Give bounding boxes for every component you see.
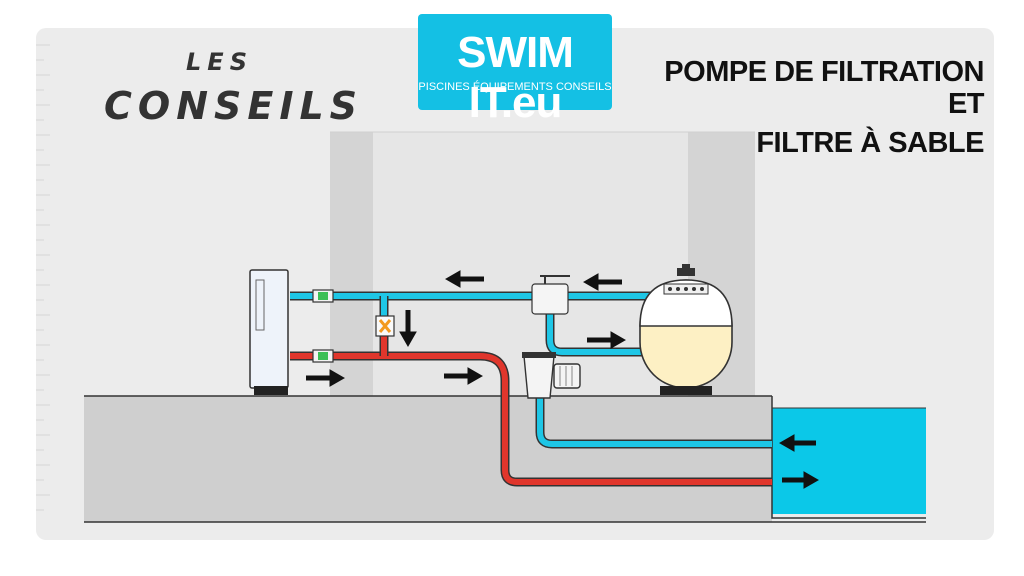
les-label: LES	[186, 48, 253, 76]
blue-pipes	[290, 291, 772, 449]
logo-main-text: SWIM IT.eu	[457, 28, 574, 127]
ruler-ticks	[36, 44, 50, 511]
swimit-logo: SWIM IT.eu PISCINES ÉQUIPEMENTS CONSEILS	[418, 14, 612, 127]
arrow-into-filter	[587, 331, 627, 349]
arrow-top-left-2	[582, 273, 622, 291]
flow-arrows	[306, 270, 820, 489]
multiport-valve	[531, 275, 570, 315]
title-line-2: ET	[947, 88, 985, 120]
arrow-red-2	[444, 367, 484, 385]
logo-subtitle: PISCINES ÉQUIPEMENTS CONSEILS	[418, 81, 612, 93]
sand-filter	[639, 264, 733, 395]
green-valve-top	[312, 289, 334, 303]
title-line-3: FILTRE À SABLE	[756, 127, 984, 159]
arrow-top-left-1	[444, 270, 484, 288]
green-valve-bottom	[312, 349, 334, 363]
prefilter	[522, 352, 556, 399]
arrow-pool-suction	[778, 434, 816, 452]
title-line-1: POMPE DE FILTRATION	[664, 56, 984, 88]
arrow-down-bypass	[399, 310, 417, 348]
arrow-red-1	[306, 369, 346, 387]
bypass-valve	[375, 315, 395, 337]
conseils-label: CONSEILS	[104, 84, 364, 128]
pump-motor	[553, 363, 581, 389]
ground	[84, 396, 772, 522]
pool	[772, 408, 926, 514]
heat-pump	[249, 269, 289, 395]
arrow-pool-return	[782, 471, 820, 489]
